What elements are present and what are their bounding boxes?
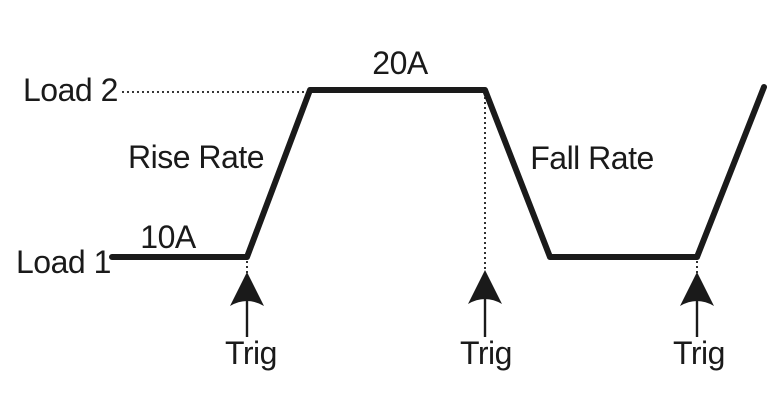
load1-label: Load 1: [16, 244, 111, 280]
trigger2-up-arrow-icon: [468, 270, 502, 304]
trig-label-1: Trig: [225, 335, 277, 371]
load2-label: Load 2: [23, 72, 118, 108]
trig-label-2: Trig: [460, 335, 512, 371]
trigger1-up-arrow-icon: [230, 272, 264, 306]
trig-label-3: Trig: [673, 335, 725, 371]
trigger3-up-arrow-icon: [680, 272, 714, 306]
waveform-trace: [109, 84, 767, 260]
rise-rate-label: Rise Rate: [128, 139, 265, 175]
fall-rate-label: Fall Rate: [530, 140, 654, 176]
load1-value: 10A: [140, 219, 196, 255]
load2-value: 20A: [372, 45, 428, 81]
